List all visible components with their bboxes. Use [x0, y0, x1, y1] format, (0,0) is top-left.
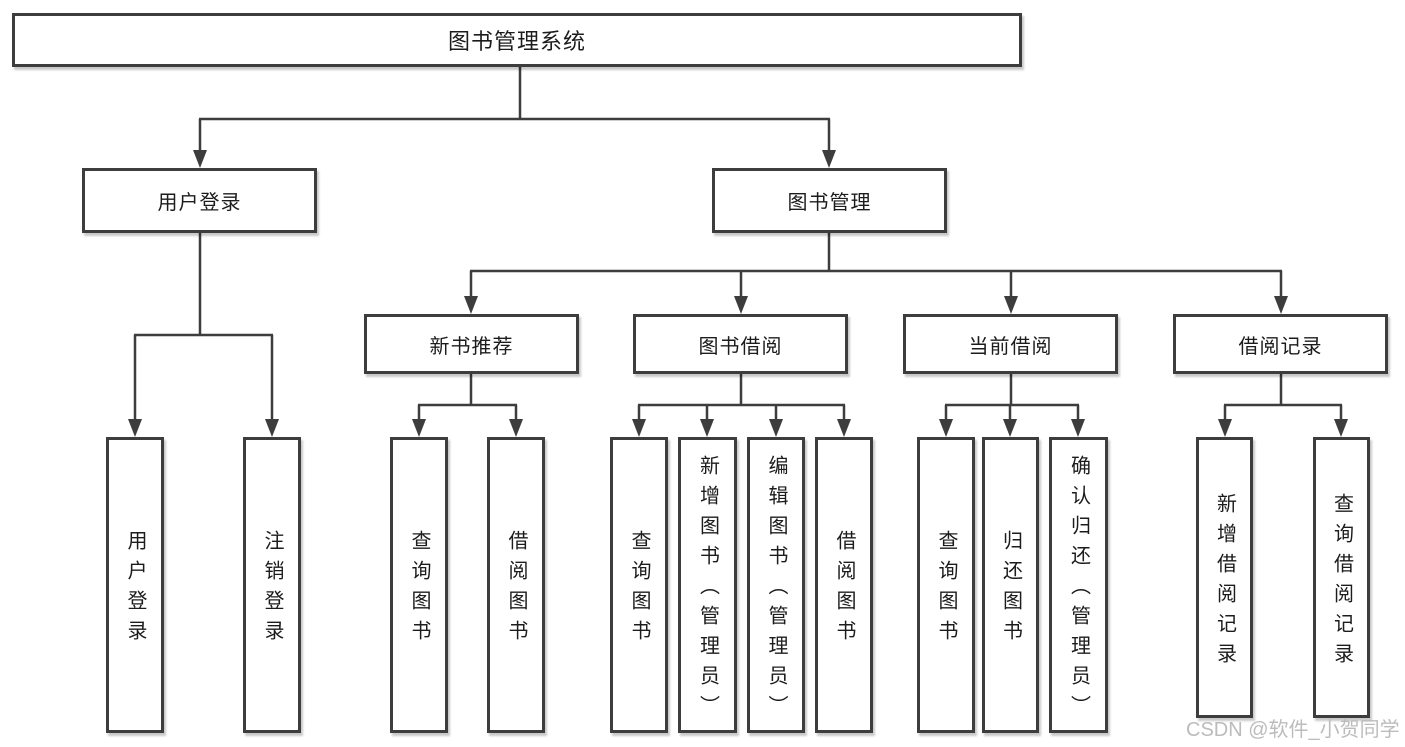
node-label: 借阅图书 — [505, 530, 527, 650]
node-label: 注销登录 — [261, 530, 283, 650]
node-borrowing-records: 借阅记录 — [1173, 314, 1388, 374]
node-query-books-current: 查询图书 — [917, 437, 975, 733]
node-label: 查询图书 — [628, 530, 650, 650]
node-borrow-books-recommend: 借阅图书 — [487, 437, 545, 733]
node-new-book-recommendation: 新书推荐 — [364, 314, 579, 374]
node-user-login-action: 用户登录 — [106, 437, 164, 733]
node-logout-action: 注销登录 — [243, 437, 301, 733]
node-add-borrow-record: 新增借阅记录 — [1196, 437, 1253, 718]
node-label: 用户登录 — [124, 530, 146, 650]
node-root: 图书管理系统 — [12, 13, 1022, 67]
node-book-management: 图书管理 — [712, 168, 947, 233]
node-label: 查询借阅记录 — [1330, 492, 1353, 673]
node-label: 编辑图书（管理员） — [765, 455, 787, 725]
arrowhead-icons — [128, 150, 1348, 437]
node-query-books-borrowing: 查询图书 — [610, 437, 668, 733]
connector-strokes — [133, 67, 1343, 421]
node-query-books-recommend: 查询图书 — [390, 437, 448, 733]
node-query-borrow-record: 查询借阅记录 — [1313, 437, 1370, 718]
node-user-login: 用户登录 — [82, 168, 317, 233]
node-label: 借阅图书 — [833, 530, 855, 650]
node-label: 新增图书（管理员） — [696, 455, 719, 725]
node-label: 新增借阅记录 — [1213, 492, 1236, 673]
node-borrow-books-borrowing: 借阅图书 — [815, 437, 873, 733]
node-edit-books-admin: 编辑图书（管理员） — [747, 437, 805, 733]
csdn-watermark: CSDN @软件_小贺同学 — [1186, 719, 1400, 741]
node-label: 归还图书 — [999, 530, 1022, 650]
node-label: 查询图书 — [408, 530, 430, 650]
node-return-books: 归还图书 — [982, 437, 1039, 733]
node-confirm-return-admin: 确认归还（管理员） — [1049, 437, 1108, 733]
node-book-borrowing: 图书借阅 — [633, 314, 848, 374]
node-label: 确认归还（管理员） — [1067, 455, 1090, 725]
node-label: 查询图书 — [935, 530, 957, 650]
node-add-books-admin: 新增图书（管理员） — [678, 437, 737, 733]
node-current-borrowing: 当前借阅 — [903, 314, 1118, 374]
